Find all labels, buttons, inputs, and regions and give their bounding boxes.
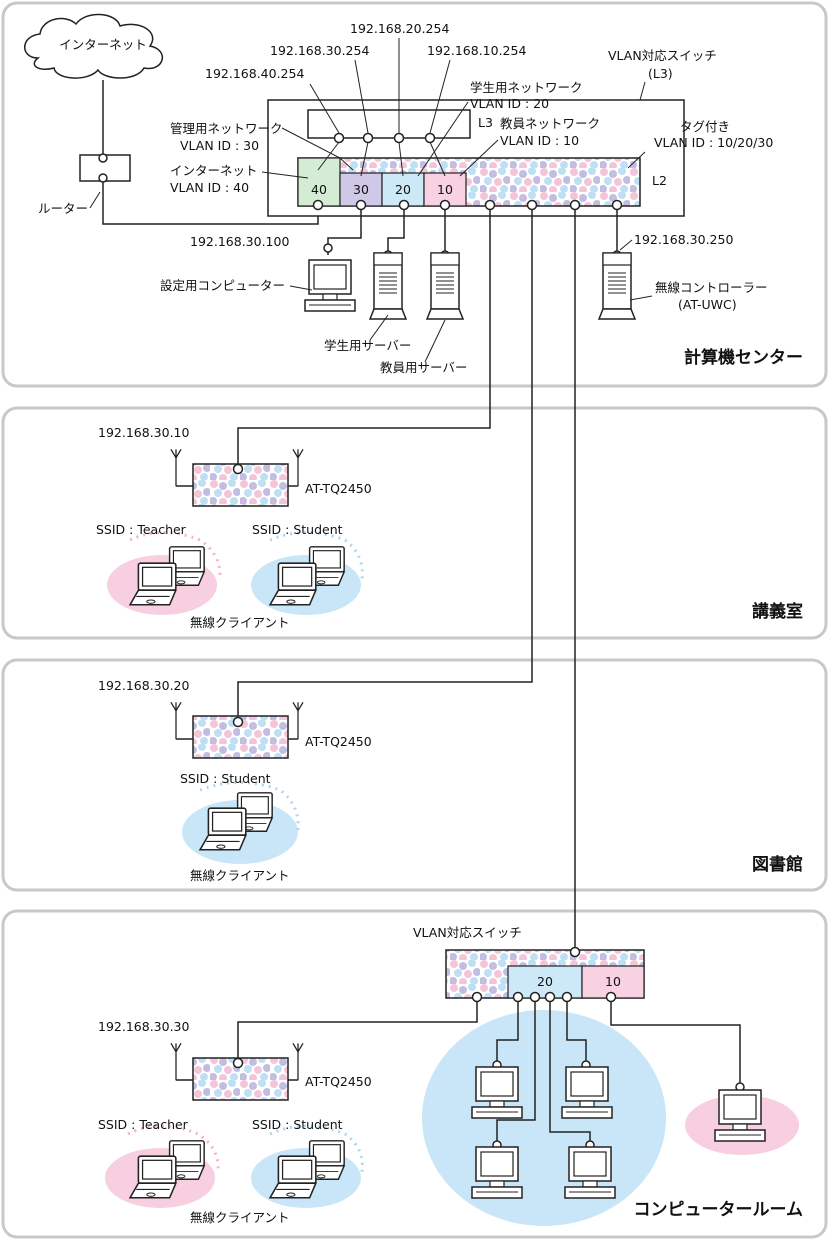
config-pc-label: 設定用コンピューター <box>160 278 285 293</box>
internet-cloud-icon: インターネット <box>24 13 163 79</box>
cr-ap-model: AT-TQ2450 <box>305 1074 372 1089</box>
center-panel <box>1 1 828 388</box>
desktop-icon <box>561 1066 613 1119</box>
l3-block <box>307 109 471 139</box>
router-label: ルーター <box>38 201 88 216</box>
cr-switch-title: VLAN対応スイッチ <box>413 925 522 940</box>
teacher-server-label: 教員用サーバー <box>380 360 467 375</box>
computer-room-title: コンピュータールーム <box>634 1200 804 1220</box>
uwc-name-label: 無線コントローラー <box>655 280 768 295</box>
cr-student-zone <box>422 1010 666 1226</box>
uwc-ip-label: 192.168.30.250 <box>634 232 733 247</box>
internet-label: インターネット <box>59 37 147 52</box>
teacher-net-label: 教員ネットワーク <box>500 116 600 131</box>
cr-ap-ip: 192.168.30.30 <box>98 1019 189 1034</box>
tagged-vlan-label: VLAN ID : 10/20/30 <box>654 135 773 150</box>
vlan30-label: 30 <box>353 182 369 197</box>
desktop-icon <box>471 1066 523 1119</box>
library-panel <box>1 658 828 892</box>
inet-net-label: インターネット <box>170 163 258 178</box>
config-computer-icon <box>304 259 356 312</box>
l3-label: L3 <box>478 115 493 130</box>
lecture-ssid-student: SSID : Student <box>252 522 343 537</box>
lecture-clients-label: 無線クライアント <box>190 615 290 630</box>
ip-10-label: 192.168.10.254 <box>427 43 526 58</box>
lecture-panel <box>1 406 828 640</box>
desktop-icon <box>471 1146 523 1199</box>
l3-switch-title: VLAN対応スイッチ <box>608 48 717 63</box>
teacher-vlan-label: VLAN ID : 10 <box>500 133 579 148</box>
cr-vlan20-label: 20 <box>537 974 553 989</box>
cr-ssid-teacher: SSID : Teacher <box>98 1117 189 1132</box>
library-ap-model: AT-TQ2450 <box>305 734 372 749</box>
vlan10-label: 10 <box>437 182 453 197</box>
library-title: 図書館 <box>752 854 803 875</box>
library-ap-ip: 192.168.30.20 <box>98 678 189 693</box>
desktop-icon <box>714 1089 766 1142</box>
vlan20-label: 20 <box>395 182 411 197</box>
cr-clients-label: 無線クライアント <box>190 1210 290 1225</box>
cr-ssid-student: SSID : Student <box>252 1117 343 1132</box>
vlan40-label: 40 <box>311 182 327 197</box>
uwc-model-label: (AT-UWC) <box>678 297 737 312</box>
teacher-server-icon <box>426 252 464 320</box>
lecture-ap-ip: 192.168.30.10 <box>98 425 189 440</box>
config-ip-label: 192.168.30.100 <box>190 234 289 249</box>
cr-vlan10-box <box>581 965 645 999</box>
student-server-icon <box>369 252 407 320</box>
ip-20-label: 192.168.20.254 <box>350 21 449 36</box>
lecture-title: 講義室 <box>752 601 803 622</box>
library-clients-label: 無線クライアント <box>190 868 290 883</box>
mgmt-vlan-label: VLAN ID : 30 <box>180 138 259 153</box>
desktop-icon <box>564 1146 616 1199</box>
cr-vlan10-label: 10 <box>605 974 621 989</box>
mgmt-net-label: 管理用ネットワーク <box>170 121 283 136</box>
wireless-controller-icon <box>598 252 636 320</box>
inet-vlan-label: VLAN ID : 40 <box>170 180 249 195</box>
tagged-label: タグ付き <box>680 119 730 134</box>
student-server-label: 学生用サーバー <box>324 338 411 353</box>
student-vlan-label: VLAN ID : 20 <box>470 96 549 111</box>
l2-label: L2 <box>652 173 667 188</box>
ip-40-label: 192.168.40.254 <box>205 66 304 81</box>
library-ssid-student: SSID : Student <box>180 771 271 786</box>
computer-room-panel <box>1 909 828 1239</box>
lecture-ap-model: AT-TQ2450 <box>305 481 372 496</box>
ip-30-label: 192.168.30.254 <box>270 43 369 58</box>
lecture-ssid-teacher: SSID : Teacher <box>96 522 187 537</box>
l3-switch-subtitle: (L3) <box>648 66 673 81</box>
student-net-label: 学生用ネットワーク <box>470 80 583 95</box>
center-title: 計算機センター <box>684 347 803 368</box>
